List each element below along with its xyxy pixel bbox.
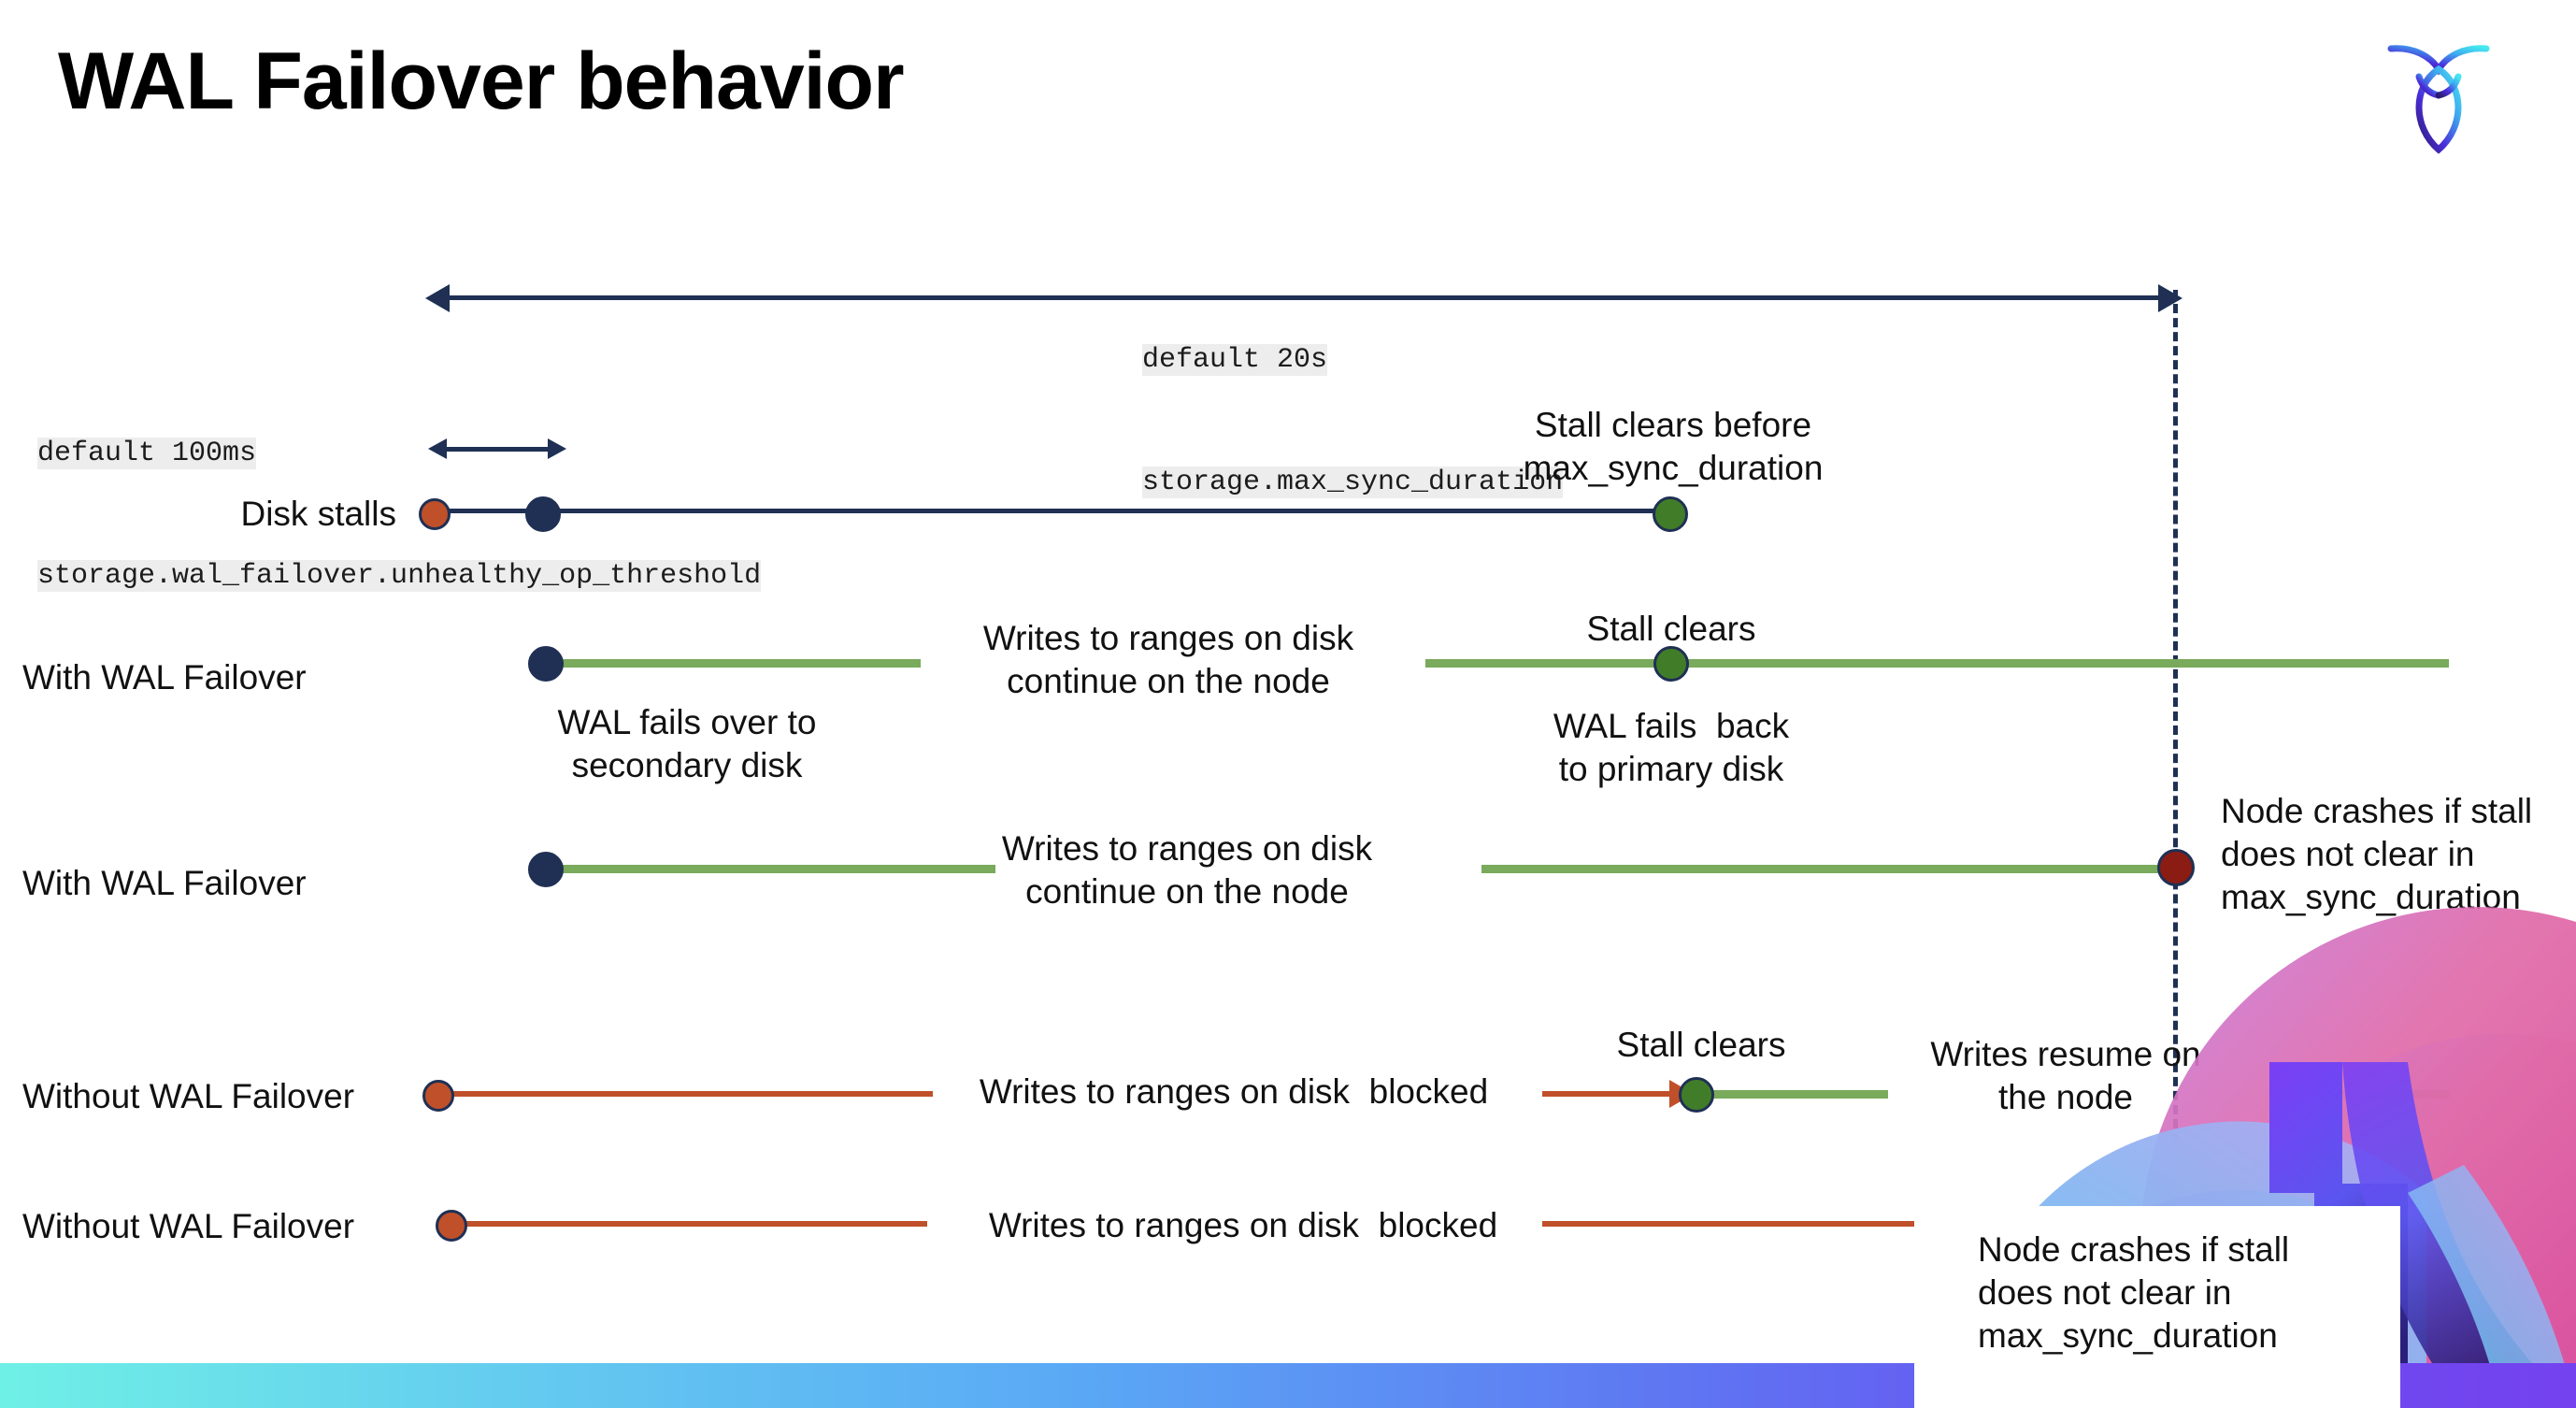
unhealthy-default-value: default 100ms (37, 437, 257, 469)
max-sync-duration-span-arrow (425, 284, 2182, 312)
node-crash-dot-row3 (2157, 849, 2195, 886)
row-label-with-wal-failover-2: With WAL Failover (22, 864, 307, 902)
stall-clear-dot-row4 (1679, 1077, 1714, 1113)
arrow-head-right (2158, 284, 2182, 312)
note-wal-fails-back: WAL fails back to primary disk (1553, 707, 1790, 788)
with-failover-segment-left (542, 659, 921, 668)
wal-failover-trigger-dot (525, 496, 561, 532)
max-sync-duration-annotation: default 20s storage.max_sync_duration (1142, 258, 1564, 585)
note-node-crashes-row3: Node crashes if stall does not clear in … (2221, 792, 2533, 916)
cockroachdb-logo (2382, 28, 2496, 159)
arrow-head-left (425, 284, 450, 312)
unhealthy-setting-name: storage.wal_failover.unhealthy_op_thresh… (37, 559, 762, 592)
wal-failover-start-dot (528, 646, 564, 682)
disk-stall-start-dot (419, 498, 451, 530)
disk-stall-start-dot-row4 (422, 1080, 454, 1112)
row-label-without-wal-failover-1: Without WAL Failover (22, 1077, 355, 1115)
max-sync-default-value: default 20s (1142, 343, 1328, 376)
note-writes-blocked-row4: Writes to ranges on disk blocked (979, 1072, 1489, 1111)
note-node-crashes-row5: Node crashes if stall does not clear in … (1978, 1230, 2290, 1355)
unhealthy-op-threshold-annotation: default 100ms storage.wal_failover.unhea… (37, 352, 762, 679)
without-failover-blocked-segment-left (447, 1091, 933, 1097)
row-label-with-wal-failover-1: With WAL Failover (22, 658, 307, 697)
note-writes-blocked-row5: Writes to ranges on disk blocked (988, 1206, 1498, 1244)
stall-clear-dot-row2 (1653, 646, 1689, 682)
note-stall-clears-row4: Stall clears (1616, 1026, 1786, 1064)
note-writes-continue-row3: Writes to ranges on disk continue on the… (1001, 829, 1373, 911)
max-sync-duration-dashed-guide (2173, 290, 2178, 1142)
with-failover-crash-segment-right (1481, 865, 2175, 873)
wal-failover-start-dot-row3 (528, 852, 564, 887)
note-writes-continue-row2: Writes to ranges on disk continue on the… (982, 619, 1354, 700)
disk-stalls-timeline (437, 509, 1671, 513)
max-sync-setting-name: storage.max_sync_duration (1142, 466, 1564, 498)
note-stall-clears-row2: Stall clears (1586, 610, 1756, 648)
with-failover-segment-right (1425, 659, 2449, 668)
note-wal-fails-over: WAL fails over to secondary disk (557, 703, 817, 784)
node-crash-callout-box: Node crashes if stall does not clear in … (1914, 1206, 2400, 1408)
row-label-disk-stalls: Disk stalls (240, 495, 396, 533)
without-failover-resume-segment (1710, 1090, 1888, 1099)
disk-stall-clear-dot (1653, 496, 1688, 532)
page-title: WAL Failover behavior (58, 36, 905, 126)
row-label-without-wal-failover-2: Without WAL Failover (22, 1207, 355, 1245)
disk-stall-start-dot-row5 (436, 1210, 467, 1242)
without-failover-crash-segment-left (460, 1221, 927, 1227)
note-stall-clears-before: Stall clears before max_sync_duration (1523, 406, 1824, 487)
without-failover-blocked-arrow-row4 (1542, 1080, 1694, 1108)
unhealthy-threshold-span-arrow (428, 438, 566, 459)
with-failover-crash-segment-left (542, 865, 995, 873)
arrow-head-left (428, 438, 447, 459)
arrow-head-right (548, 438, 566, 459)
